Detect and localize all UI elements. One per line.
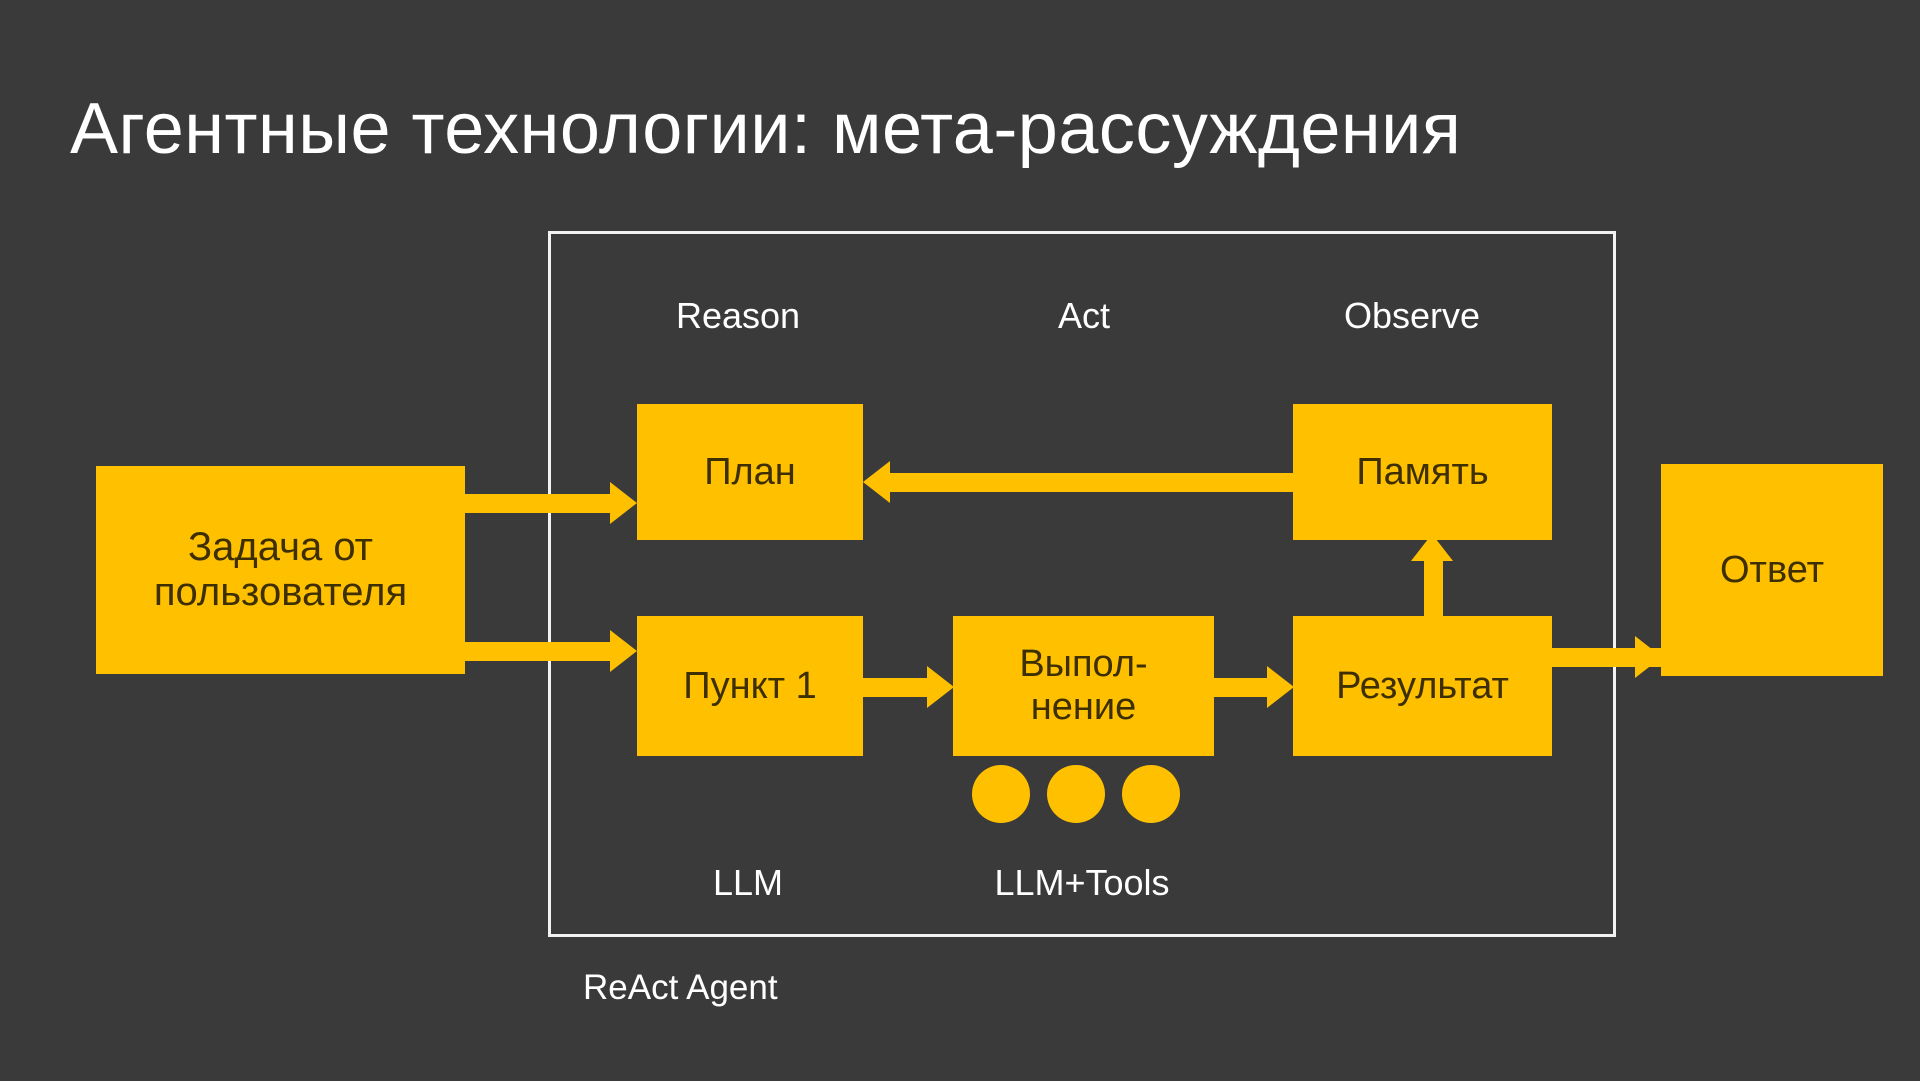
exec-dots-group	[972, 765, 1196, 823]
exec-dot-icon	[1047, 765, 1105, 823]
node-plan[interactable]: План	[637, 404, 863, 540]
arrow-item1-to-exec-line	[863, 678, 927, 697]
exec-dot-icon	[972, 765, 1030, 823]
arrow-exec-to-result-head	[1267, 666, 1294, 708]
arrow-result-to-memory-line	[1424, 555, 1443, 617]
sub-label-llm-tools: LLM+Tools	[994, 862, 1170, 903]
phase-label-reason: Reason	[675, 295, 801, 336]
phase-label-observe: Observe	[1343, 295, 1481, 336]
node-answer[interactable]: Ответ	[1661, 464, 1883, 676]
node-task[interactable]: Задача от пользователя	[96, 466, 465, 674]
arrow-result-to-answer-head	[1635, 636, 1662, 678]
arrow-task-to-item1-head	[610, 630, 637, 672]
exec-dot-icon	[1122, 765, 1180, 823]
arrow-result-to-answer-line	[1552, 648, 1661, 667]
arrow-memory-to-plan-line	[890, 473, 1294, 492]
react-agent-label: ReAct Agent	[583, 968, 778, 1007]
sub-label-llm: LLM	[712, 862, 784, 903]
arrow-item1-to-exec-head	[927, 666, 954, 708]
arrow-exec-to-result-line	[1214, 678, 1267, 697]
arrow-task-to-item1-line	[465, 642, 610, 661]
arrow-memory-to-plan-head	[863, 461, 890, 503]
node-result[interactable]: Результат	[1293, 616, 1552, 756]
phase-label-act: Act	[1057, 295, 1111, 336]
page-title: Агентные технологии: мета-рассуждения	[70, 89, 1462, 170]
react-agent-container	[548, 231, 1616, 937]
arrow-task-to-plan-line	[465, 494, 610, 513]
node-item1[interactable]: Пункт 1	[637, 616, 863, 756]
arrow-task-to-plan-head	[610, 482, 637, 524]
node-memory[interactable]: Память	[1293, 404, 1552, 540]
node-exec[interactable]: Выпол- нение	[953, 616, 1214, 756]
